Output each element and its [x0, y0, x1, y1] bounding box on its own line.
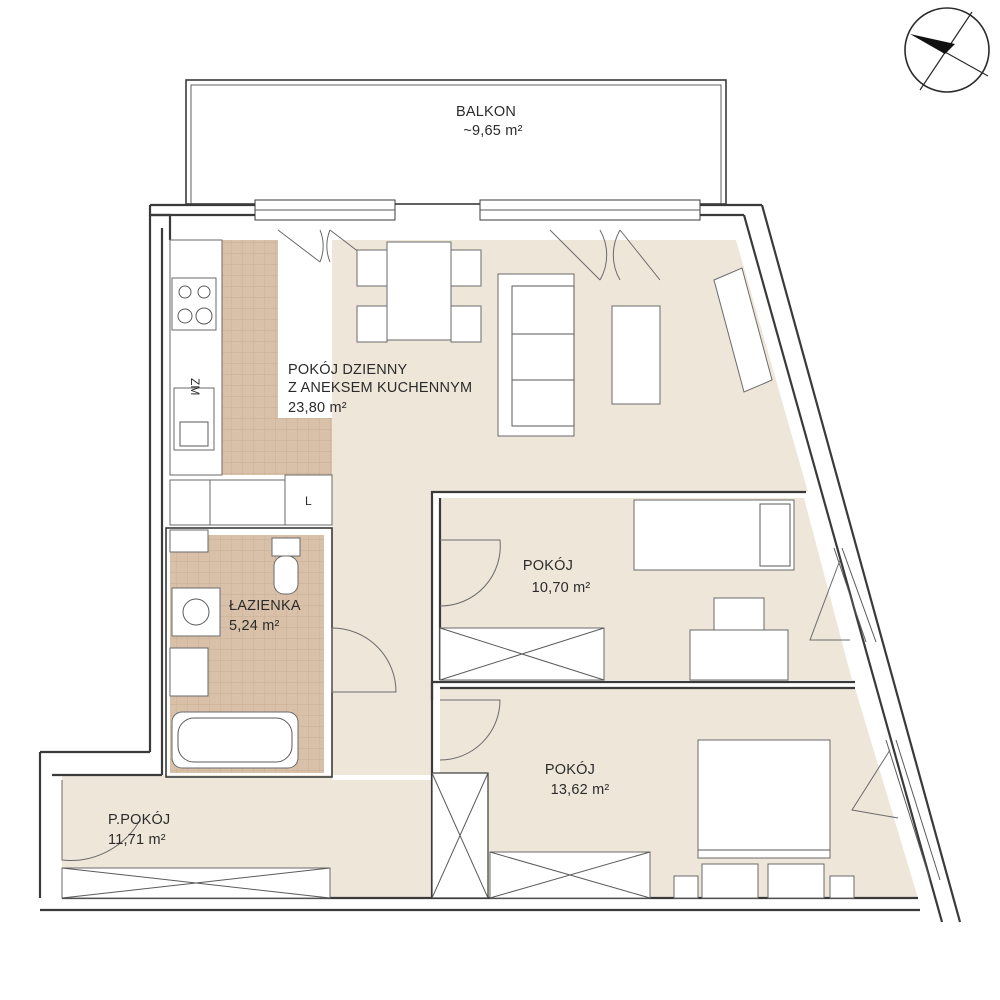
bathroom-sink — [169, 647, 209, 697]
bathroom-area: 5,24 m² — [229, 618, 280, 634]
living-name-line2: Z ANEKSEM KUCHENNYM — [288, 380, 472, 396]
labels: BALKON ~9,65 m² POKÓJ DZIENNY Z ANEKSEM … — [108, 104, 609, 848]
kitchen-cabinet — [169, 479, 211, 526]
living-area: 23,80 m² — [288, 400, 347, 416]
north-arrow-icon — [904, 7, 990, 93]
hall-furniture — [61, 867, 331, 899]
doors — [61, 229, 899, 861]
room2-furniture — [489, 739, 855, 899]
fridge — [284, 474, 333, 526]
kitchen-tiles — [222, 240, 278, 475]
tv-cabinet — [713, 267, 773, 393]
cooktop — [171, 277, 217, 331]
sofa — [497, 273, 575, 437]
room1-name: POKÓJ — [523, 557, 573, 574]
bed-single — [633, 499, 795, 571]
toilet — [273, 555, 299, 595]
windows — [254, 199, 941, 881]
room1-furniture — [439, 499, 795, 681]
balcony — [185, 79, 727, 205]
balcony-area: ~9,65 m² — [463, 123, 522, 139]
living-furniture — [356, 241, 773, 437]
bathtub — [171, 711, 299, 769]
kitchen: ZM L — [169, 239, 333, 553]
room2-area: 13,62 m² — [551, 782, 610, 798]
washing-machine — [171, 587, 221, 637]
room1-area: 10,70 m² — [532, 580, 591, 596]
bathroom-fixtures — [169, 537, 301, 769]
hall-area: 11,71 m² — [108, 832, 166, 848]
desk — [689, 629, 789, 681]
fridge-label: L — [305, 494, 312, 508]
kitchen-sink — [173, 387, 215, 451]
hall-name: P.POKÓJ — [108, 811, 170, 828]
coffee-table — [611, 305, 661, 405]
dining-table — [386, 241, 452, 341]
bathroom-name: ŁAZIENKA — [229, 598, 301, 614]
kitchen-tiles-2 — [278, 418, 332, 475]
dishwasher-label: ZM — [188, 378, 202, 395]
hall-floor — [62, 775, 432, 898]
bed-double — [697, 739, 831, 859]
balcony-name: BALKON — [456, 104, 516, 120]
living-name-line1: POKÓJ DZIENNY — [288, 361, 408, 378]
room2-name: POKÓJ — [545, 761, 595, 778]
